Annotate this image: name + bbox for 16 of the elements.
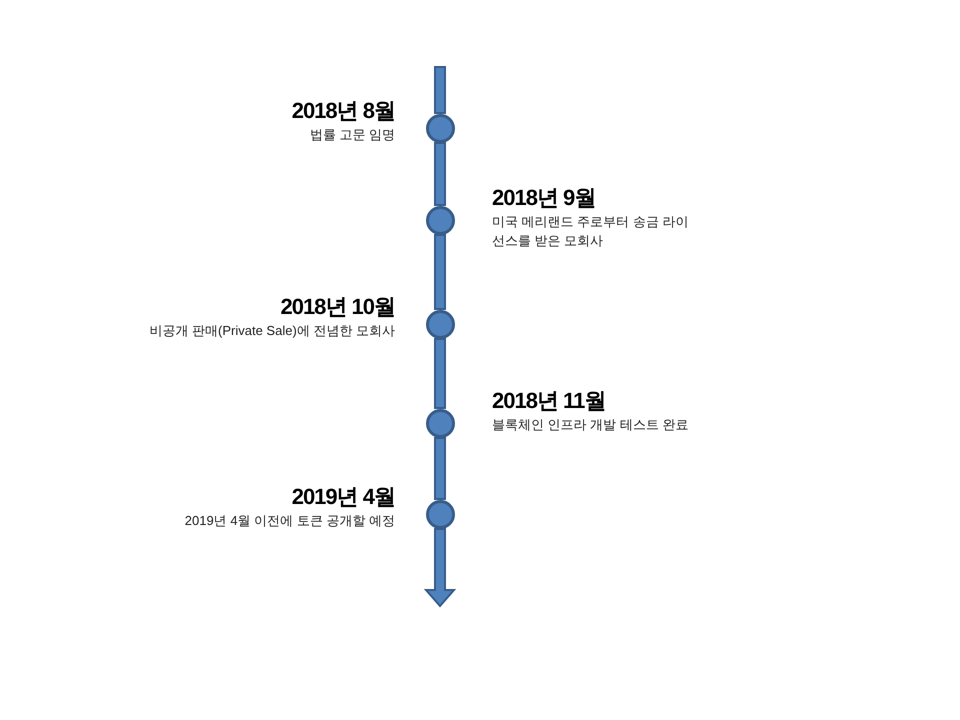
timeline-segment	[434, 66, 446, 114]
date-heading: 2018년 11월	[492, 388, 606, 414]
date-heading: 2019년 4월	[292, 484, 395, 510]
timeline-segment	[434, 338, 446, 409]
milestone-description: 미국 메리랜드 주로부터 송금 라이선스를 받은 모회사	[492, 213, 690, 250]
timeline-segment	[434, 142, 446, 206]
timeline-segment	[434, 234, 446, 310]
date-heading: 2018년 8월	[292, 98, 395, 124]
timeline-arrow	[424, 528, 456, 608]
date-heading: 2018년 9월	[492, 185, 596, 211]
milestone-description: 법률 고문 임명	[310, 126, 395, 144]
date-heading: 2018년 10월	[280, 294, 395, 320]
milestone-description: 블록체인 인프라 개발 테스트 완료	[492, 416, 688, 434]
timeline-segment	[434, 437, 446, 500]
milestone-description: 비공개 판매(Private Sale)에 전념한 모회사	[149, 322, 395, 340]
milestone-description: 2019년 4월 이전에 토큰 공개할 예정	[184, 512, 395, 530]
